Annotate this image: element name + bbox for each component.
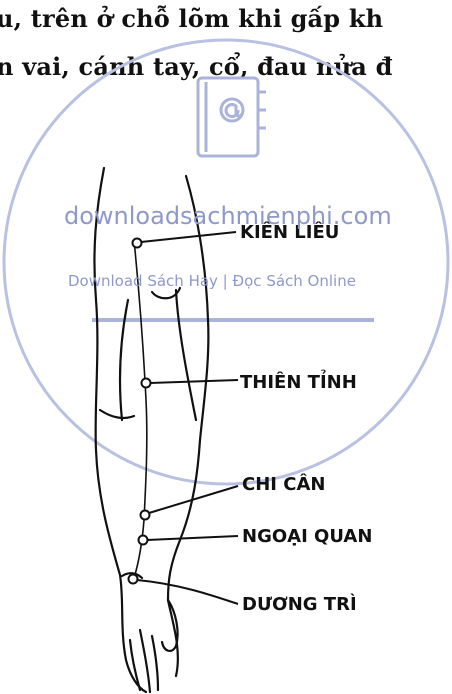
acupoint-dot-thien-tinh (142, 379, 151, 388)
leader-line-duong-tri (137, 580, 238, 604)
leader-line-thien-tinh (150, 380, 238, 383)
watermark-tagline: Download Sách Hay | Đọc Sách Online (68, 272, 356, 290)
acupoint-label-duong-tri: DƯƠNG TRÌ (242, 593, 357, 615)
book-icon (198, 78, 266, 156)
acupoint-dot-duong-tri (129, 575, 138, 584)
acupoint-dot-kien-lieu (133, 239, 142, 248)
leader-line-ngoai-quan (147, 536, 238, 540)
acupoint-label-ngoai-quan: NGOẠI QUAN (242, 526, 372, 547)
arm-outline (94, 168, 208, 692)
meridian-line (134, 240, 147, 578)
leader-line-kien-lieu (141, 232, 236, 242)
acupoint-label-chi-can: CHI CÂN (242, 473, 325, 495)
acupoint-label-thien-tinh: THIÊN TỈNH (240, 370, 357, 393)
acupoint-dot-ngoai-quan (139, 536, 148, 545)
watermark-domain: downloadsachmienphi.com (64, 202, 392, 230)
acupoint-dot-chi-can (141, 511, 150, 520)
